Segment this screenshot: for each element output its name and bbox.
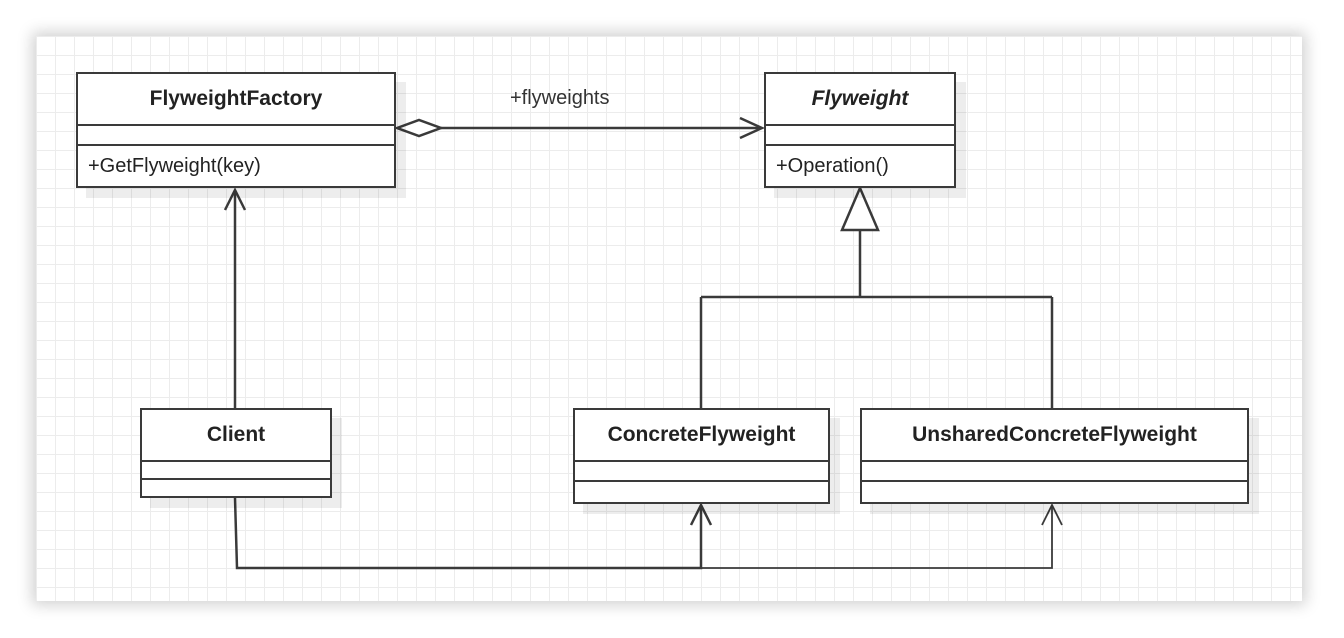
attributes-compartment (78, 126, 394, 146)
operations-compartment (862, 482, 1247, 502)
attributes-compartment (862, 462, 1247, 482)
class-flyweight[interactable]: Flyweight +Operation() (764, 72, 956, 188)
attributes-compartment (142, 462, 330, 480)
aggregation-arrowhead (739, 116, 766, 140)
class-flyweight-factory[interactable]: FlyweightFactory +GetFlyweight(key) (76, 72, 396, 188)
class-client[interactable]: Client (140, 408, 332, 498)
aggregation-diamond (393, 118, 445, 138)
operation: +Operation() (776, 155, 889, 177)
client-concrete-line (233, 497, 703, 570)
client-unshared-arrowhead (1041, 502, 1063, 526)
operations-compartment (142, 480, 330, 496)
class-name: FlyweightFactory (78, 74, 394, 126)
client-concrete-arrowhead (689, 502, 713, 526)
class-name: ConcreteFlyweight (575, 410, 828, 462)
operations-compartment (575, 482, 828, 502)
class-name: Flyweight (766, 74, 954, 126)
class-name: Client (142, 410, 330, 462)
attributes-compartment (575, 462, 828, 482)
class-concrete-flyweight[interactable]: ConcreteFlyweight (573, 408, 830, 504)
aggregation-label: +flyweights (510, 87, 610, 109)
generalization-triangle (840, 184, 880, 232)
attributes-compartment (766, 126, 954, 146)
client-factory-arrowhead (223, 187, 247, 211)
class-name: UnsharedConcreteFlyweight (862, 410, 1247, 462)
operation: +GetFlyweight(key) (88, 155, 261, 177)
class-unshared-concrete-flyweight[interactable]: UnsharedConcreteFlyweight (860, 408, 1249, 504)
client-unshared-line (701, 505, 1053, 569)
